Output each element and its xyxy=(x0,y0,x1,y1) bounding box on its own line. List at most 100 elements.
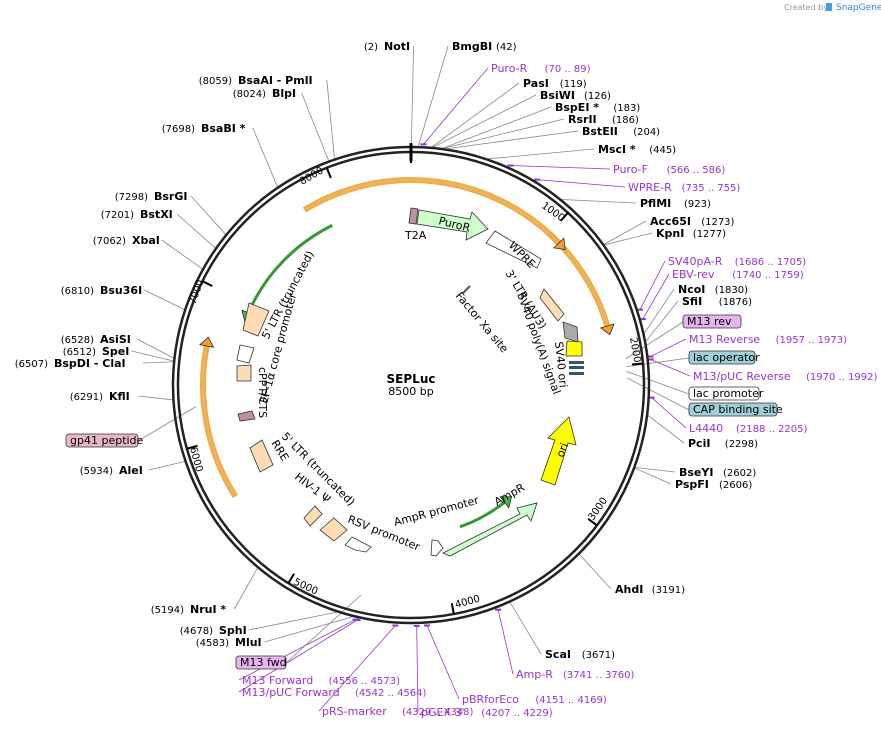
ori-label: ori xyxy=(554,441,571,459)
enzyme-label: AhdI xyxy=(615,583,643,596)
primer-label: Puro-R xyxy=(491,62,528,75)
enzyme-label: KpnI xyxy=(656,227,684,240)
primer-position: (1686 .. 1705) xyxy=(735,257,807,268)
enzyme-label: BsaBI * xyxy=(201,122,246,135)
enzyme-position: (3191) xyxy=(652,585,685,596)
label-leaders xyxy=(131,45,691,713)
primer-position: (4556 .. 4573) xyxy=(329,676,401,687)
boxed-label-bg xyxy=(688,386,760,401)
enzyme-position: (126) xyxy=(584,91,611,102)
enzyme-position: (6507) xyxy=(15,359,48,370)
enzyme-position: (183) xyxy=(613,103,640,114)
enzyme-leader xyxy=(131,350,174,362)
enzyme-leader xyxy=(148,461,185,471)
primer-leader xyxy=(537,179,626,188)
factorxa-label: Factor Xa site xyxy=(453,290,511,356)
enzyme-leader xyxy=(446,130,579,150)
orange-arc-left xyxy=(200,345,238,499)
ampr-arrow xyxy=(442,502,538,557)
enzyme-label: BsaAI - PmlI xyxy=(238,74,313,87)
enzyme-position: (8024) xyxy=(233,89,266,100)
puror-label: PuroR xyxy=(437,214,472,234)
enzyme-leader xyxy=(635,467,676,473)
enzyme-label: Bsu36I xyxy=(100,284,142,297)
enzyme-label: NotI xyxy=(384,40,410,53)
boxed-label: lac operator xyxy=(693,351,760,364)
primer-leader xyxy=(238,619,358,693)
primer-label: EBV-rev xyxy=(672,268,715,281)
enzyme-position: (4678) xyxy=(180,626,213,637)
snapgene-logo: SnapGene xyxy=(836,3,881,13)
enzyme-position: (8059) xyxy=(199,76,232,87)
tick-major-line xyxy=(201,280,213,287)
t2a-box xyxy=(408,207,419,225)
enzyme-label: BsiWI xyxy=(540,89,575,102)
boxed-leader xyxy=(626,357,690,368)
enzyme-leader xyxy=(443,118,565,149)
boxed-leader xyxy=(285,594,362,664)
ef1a-arrow xyxy=(236,344,255,364)
enzyme-label: BstXI xyxy=(140,208,173,221)
primer-leader xyxy=(318,625,396,712)
rre-box xyxy=(249,439,274,473)
enzyme-leader xyxy=(634,467,672,485)
primer-position: (2188 .. 2205) xyxy=(736,424,808,435)
enzyme-label: MluI xyxy=(235,636,262,649)
enzyme-label: XbaI xyxy=(132,234,160,247)
tick-major-line xyxy=(587,517,598,527)
orange-arc-top-head-tri xyxy=(553,237,566,250)
boxed-label: M13 rev xyxy=(687,315,732,328)
enzyme-position: (6528) xyxy=(61,335,94,346)
enzyme-position: (445) xyxy=(649,145,676,156)
enzyme-position: (2602) xyxy=(723,468,756,479)
primer-label: pBRforEco xyxy=(462,693,519,706)
primer-position: (735 .. 755) xyxy=(682,183,741,194)
wpre-box xyxy=(485,230,542,269)
primer-position: (4542 .. 4564) xyxy=(355,688,427,699)
primer-leader xyxy=(651,397,687,429)
enzyme-leader xyxy=(138,395,173,401)
enzyme-label: RsrII xyxy=(568,113,597,126)
boxed-leader xyxy=(626,371,690,395)
primer-label: SV40pA-R xyxy=(668,255,723,268)
enzyme-leader xyxy=(144,289,185,310)
enzyme-leader xyxy=(176,213,216,249)
enzyme-position: (1830) xyxy=(715,285,748,296)
primer-position: (566 .. 586) xyxy=(667,165,726,176)
tick-2000: 2000 xyxy=(627,337,642,364)
enzyme-label: BstEII xyxy=(582,125,618,138)
enzyme-label: BspDI - ClaI xyxy=(54,357,126,370)
primer-position: (1740 .. 1759) xyxy=(732,270,804,281)
enzyme-leader xyxy=(142,361,174,364)
primer-position: (4329 .. 4348) xyxy=(402,707,474,718)
tick-major-line xyxy=(559,212,569,222)
enzyme-label: AleI xyxy=(119,464,143,477)
gp41-box xyxy=(237,410,256,422)
orange-arc-right-inner xyxy=(548,232,609,327)
boxed-label-bg xyxy=(688,350,756,365)
enzyme-label: BlpI xyxy=(272,87,296,100)
sv40ori-label: SV40 ori xyxy=(552,341,570,388)
primer-position: (1970 .. 1992) xyxy=(806,372,878,383)
sv40ori-box xyxy=(565,340,583,357)
enzyme-position: (1876) xyxy=(719,297,752,308)
enzyme-leader xyxy=(645,300,679,342)
tick-7000: 7000 xyxy=(187,278,206,306)
lac-bar-0 xyxy=(569,361,584,364)
primer-label: pGEX 3' xyxy=(421,706,465,719)
enzyme-position: (1277) xyxy=(693,229,726,240)
enzyme-leader xyxy=(647,415,685,444)
enzyme-position: (204) xyxy=(633,127,660,138)
credit-prefix: Created by xyxy=(784,3,828,12)
enzyme-leader xyxy=(252,127,278,187)
enzyme-position: (5194) xyxy=(151,605,184,616)
enzyme-leader xyxy=(234,567,258,610)
boxed-leader xyxy=(625,321,684,360)
primer-label: M13 Reverse xyxy=(689,333,760,346)
enzyme-position: (7201) xyxy=(101,210,134,221)
boxed-label-bg xyxy=(682,314,742,329)
enzyme-position: (2606) xyxy=(719,480,752,491)
enzyme-label: SpeI xyxy=(102,345,129,358)
